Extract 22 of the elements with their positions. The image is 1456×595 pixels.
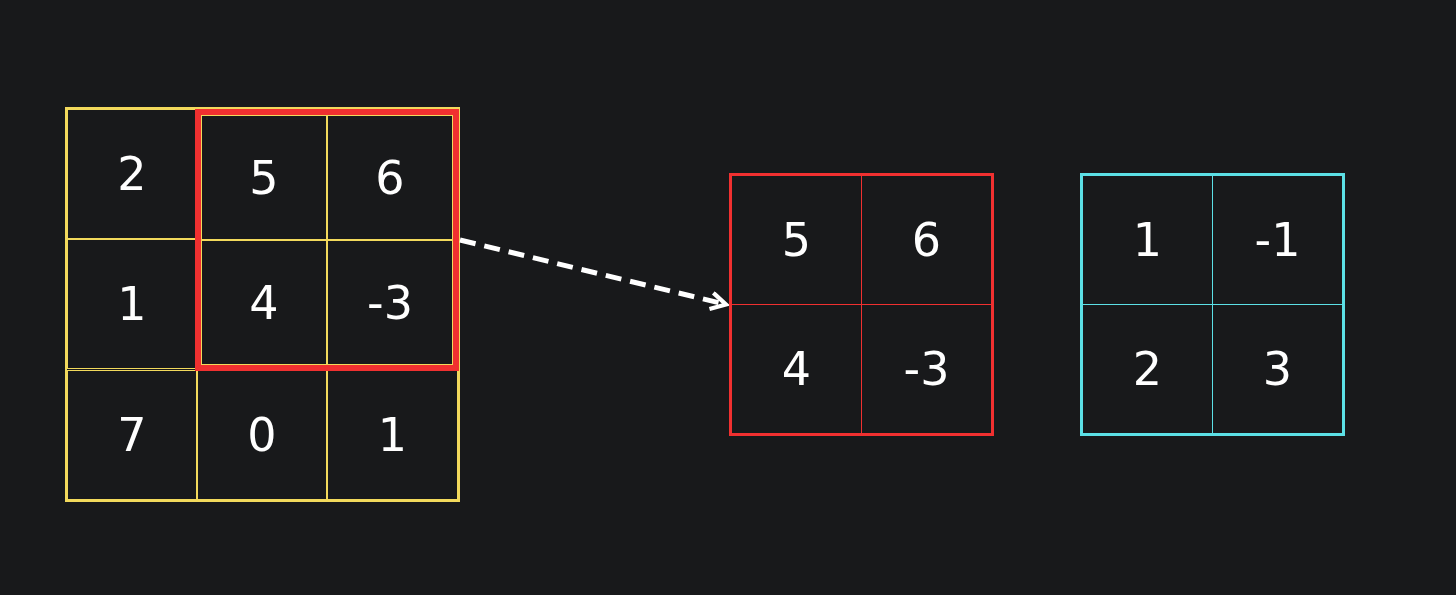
matrix-cell: 6 bbox=[327, 115, 453, 240]
matrix-cell: 4 bbox=[731, 304, 862, 434]
number-grid bbox=[65, 107, 460, 502]
number-grid bbox=[729, 173, 994, 436]
matrix-cell: 0 bbox=[197, 370, 327, 500]
matrix-cell: 1 bbox=[327, 370, 458, 500]
matrix-cell: 1 bbox=[67, 239, 197, 369]
matrix-cell: 2 bbox=[1082, 304, 1213, 434]
matrix-cell: 5 bbox=[201, 115, 327, 240]
matrix-cell: 5 bbox=[731, 175, 862, 305]
dashed-arrow bbox=[459, 237, 729, 312]
matrix-cell: -1 bbox=[1212, 175, 1343, 305]
matrix-cell: 3 bbox=[1212, 304, 1343, 434]
number-grid bbox=[1080, 173, 1345, 436]
matrix-cell: -3 bbox=[861, 304, 992, 434]
matrix-cell: 6 bbox=[861, 175, 992, 305]
matrix-cell: 4 bbox=[201, 240, 327, 365]
matrix-cell: -3 bbox=[327, 240, 453, 365]
matrix-cell: 2 bbox=[67, 109, 197, 239]
matrix-cell: 1 bbox=[1082, 175, 1213, 305]
matrix-cell: 7 bbox=[67, 370, 197, 500]
highlight-window bbox=[195, 109, 459, 371]
